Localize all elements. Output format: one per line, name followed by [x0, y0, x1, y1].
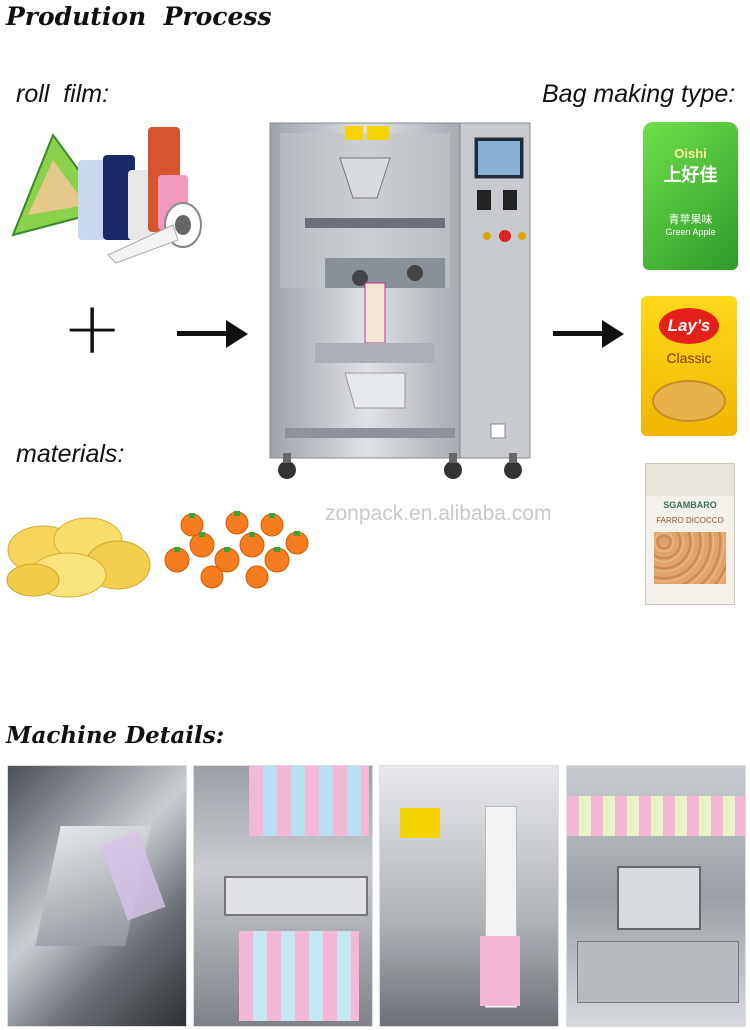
page-title: Prodution Process [6, 2, 272, 31]
bag-sample [480, 936, 520, 1006]
warning-label [400, 808, 440, 838]
potato-chips-image [6, 517, 151, 598]
pasta-window [654, 532, 726, 584]
sgambaro-product: FARRO DICOCCO [656, 516, 724, 525]
cutter-block [617, 866, 701, 930]
roll-film-label: roll film: [16, 80, 110, 108]
detail-photo-3 [379, 765, 559, 1027]
materials-label: materials: [16, 440, 125, 468]
detail-photo-2 [193, 765, 373, 1027]
oishi-brand: Oishi [674, 146, 707, 161]
detail-photo-4 [566, 765, 746, 1027]
oishi-line4: Green Apple [665, 227, 716, 237]
film-roll-bottom [239, 931, 359, 1021]
sgambaro-bag: SGAMBARO FARRO DICOCCO [645, 463, 735, 605]
sealing-jaws [224, 876, 368, 916]
lays-bag: Lay's Classic [641, 296, 737, 436]
plus-icon: + [62, 286, 123, 370]
packaging-machine-image [269, 122, 531, 479]
sgambaro-brand: SGAMBARO [663, 500, 717, 510]
oishi-bag: Oishi 上好佳 青苹果味 Green Apple [643, 122, 738, 270]
sgambaro-header [646, 464, 734, 496]
chip-graphic [652, 380, 726, 422]
base-plate [577, 941, 739, 1003]
film-roll-top [249, 766, 369, 836]
lays-line2: Classic [666, 350, 712, 366]
bag-making-type-label: Bag making type: [542, 80, 736, 108]
watermark: zonpack.en.alibaba.com [325, 502, 552, 525]
oishi-line2: 上好佳 [663, 165, 718, 186]
lays-brand: Lay's [659, 308, 719, 344]
film-edge [567, 796, 745, 836]
machine-details-title: Machine Details: [6, 722, 225, 749]
roll-film-image [11, 127, 202, 264]
gummy-candies-image [164, 511, 309, 589]
oishi-line3: 青苹果味 [668, 213, 713, 226]
detail-photo-1 [7, 765, 187, 1027]
